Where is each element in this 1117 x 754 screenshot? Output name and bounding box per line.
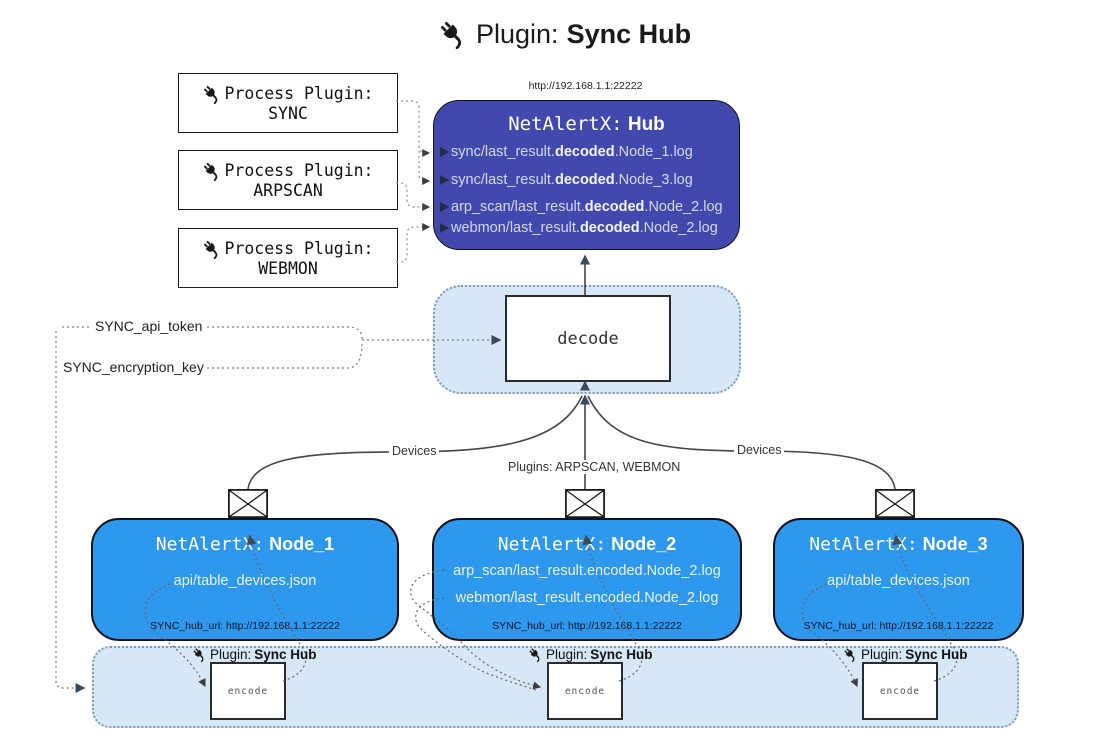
encode-box-2: encode (547, 662, 623, 720)
node-title: NetAlertX: Node_3 (809, 534, 988, 555)
plug-icon (202, 84, 222, 104)
page-title-name: Sync Hub (566, 18, 692, 49)
hub-log-line: webmon/last_result.decoded.Node_2.log (440, 218, 718, 238)
process-plugin-webmon: Process Plugin: WEBMON (178, 228, 398, 288)
node-3-box: NetAlertX: Node_3 api/table_devices.json… (773, 518, 1024, 641)
process-plugin-label: Process Plugin: (224, 239, 374, 258)
node-file: arp_scan/last_result.encoded.Node_2.log (453, 563, 721, 579)
plug-icon (202, 239, 222, 259)
plugin-to-log-lines (396, 100, 431, 263)
process-plugin-name: ARPSCAN (253, 180, 323, 200)
plug-icon (438, 19, 468, 49)
hub-title-name: Hub (627, 114, 665, 135)
devices-right-label: Devices (734, 443, 785, 457)
node-hub-url: SYNC_hub_url: http://192.168.1.1:22222 (803, 620, 994, 632)
band-plugin-label: Plugin:Sync Hub (843, 647, 968, 662)
page-title: Plugin: Sync Hub (438, 14, 691, 54)
plug-icon (202, 161, 222, 181)
node-title: NetAlertX: Node_1 (155, 534, 335, 555)
node-1-box: NetAlertX: Node_1 api/table_devices.json… (91, 518, 399, 641)
node-title: NetAlertX: Node_2 (497, 534, 677, 555)
log-arrow-icon (440, 147, 449, 157)
plug-icon (192, 647, 207, 662)
process-plugin-name: SYNC (268, 103, 308, 123)
envelope-icon (875, 489, 915, 518)
hub-url-label: http://192.168.1.1:22222 (528, 80, 643, 92)
node-file: api/table_devices.json (173, 573, 317, 589)
sync-api-token-label: SYNC_api_token (92, 318, 206, 334)
log-arrow-icon (440, 175, 449, 185)
edge-node1-curve (247, 395, 583, 490)
sync-encryption-key-label: SYNC_encryption_key (60, 359, 207, 375)
page-title-prefix: Plugin: (476, 18, 559, 49)
envelope-icon (565, 489, 605, 518)
node-hub-url: SYNC_hub_url: http://192.168.1.1:22222 (492, 620, 682, 632)
hub-log-line: sync/last_result.decoded.Node_1.log (440, 142, 693, 162)
hub-log-line: sync/last_result.decoded.Node_3.log (440, 170, 693, 190)
plug-icon (528, 647, 543, 662)
decode-box: decode (505, 295, 671, 382)
hub-title: NetAlertX: Hub (434, 113, 739, 136)
plugins-mid-label: Plugins: ARPSCAN, WEBMON (505, 460, 681, 474)
hub-title-prefix: NetAlertX: (508, 113, 623, 135)
plug-icon (843, 647, 858, 662)
encode-box-1: encode (210, 662, 286, 720)
process-plugin-label: Process Plugin: (224, 84, 374, 103)
envelope-icon (228, 489, 268, 518)
devices-left-label: Devices (389, 444, 440, 458)
encode-box-3: encode (862, 662, 938, 720)
node-file: webmon/last_result.encoded.Node_2.log (455, 590, 719, 606)
process-plugin-label: Process Plugin: (224, 161, 374, 180)
hub-box: NetAlertX: Hub sync/last_result.decoded.… (433, 100, 740, 250)
node-file: api/table_devices.json (827, 573, 970, 589)
edge-secrets-to-band (55, 331, 86, 693)
process-plugin-sync: Process Plugin: SYNC (178, 73, 398, 133)
node-hub-url: SYNC_hub_url: http://192.168.1.1:22222 (150, 620, 340, 632)
process-plugin-arpscan: Process Plugin: ARPSCAN (178, 150, 398, 210)
process-plugin-name: WEBMON (258, 258, 318, 278)
log-arrow-icon (440, 223, 449, 233)
band-plugin-label: Plugin:Sync Hub (528, 647, 653, 662)
log-arrow-icon (440, 202, 449, 212)
band-plugin-label: Plugin:Sync Hub (192, 647, 317, 662)
node-2-box: NetAlertX: Node_2 arp_scan/last_result.e… (432, 518, 742, 641)
hub-log-line: arp_scan/last_result.decoded.Node_2.log (440, 197, 723, 217)
